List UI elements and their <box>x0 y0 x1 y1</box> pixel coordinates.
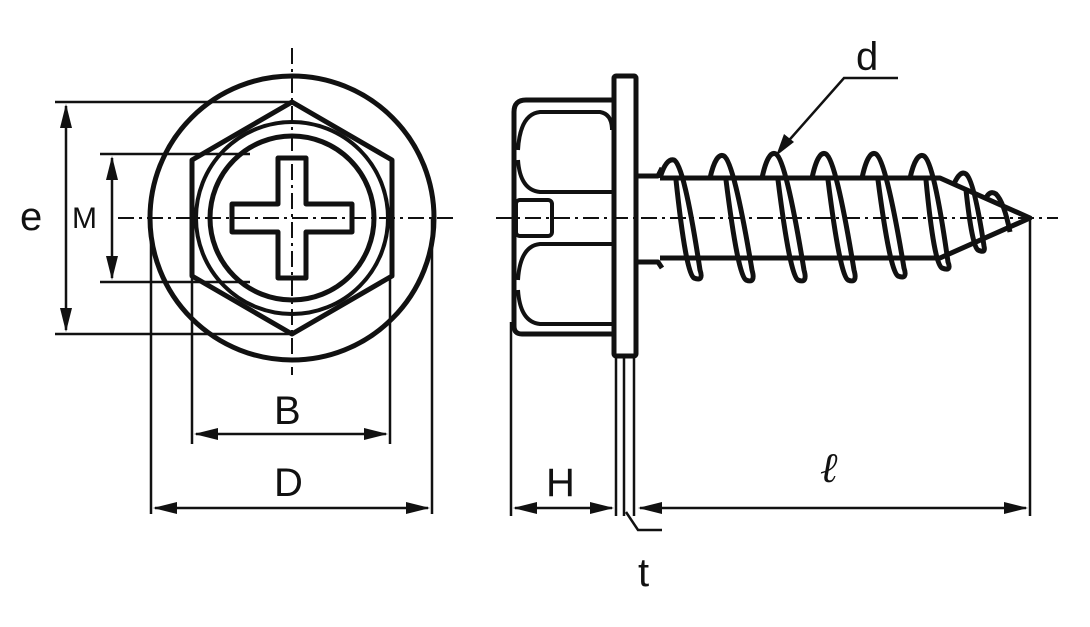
d-leader-line <box>783 76 898 147</box>
hex-face-arc-top <box>516 110 614 151</box>
b-arrow-left <box>194 428 218 440</box>
slot-recess <box>514 198 554 238</box>
side-view: d H t ℓ <box>496 35 1058 595</box>
hex-face-arc-lower <box>516 242 612 281</box>
d-leader-arrow <box>776 134 794 156</box>
t-leader-line <box>624 511 662 532</box>
t-label: t <box>638 551 649 595</box>
hex-face-arc-bottom <box>516 289 612 326</box>
washer-flange <box>611 73 639 359</box>
l-label: ℓ <box>820 446 838 492</box>
l-arrow-right <box>1004 502 1028 514</box>
m-arrow-bottom <box>106 256 118 280</box>
b-label: B <box>274 389 301 433</box>
m-label: M <box>72 202 97 235</box>
b-arrow-right <box>364 428 388 440</box>
h-label: H <box>546 461 575 505</box>
thread-crests <box>657 151 1013 284</box>
e-arrow-top <box>60 104 72 128</box>
front-view: e M B D <box>20 48 458 514</box>
m-arrow-top <box>106 156 118 180</box>
h-arrow-right <box>590 502 614 514</box>
phillips-cross-recess <box>229 155 355 281</box>
h-arrow-left <box>513 502 537 514</box>
hex-face-arc-upper <box>516 159 612 194</box>
e-label: e <box>20 195 42 239</box>
d-arrow-right <box>406 502 430 514</box>
d-thread-label: d <box>856 35 878 79</box>
l-arrow-left <box>638 502 662 514</box>
d-outer-label: D <box>274 461 303 505</box>
d-arrow-left <box>153 502 177 514</box>
e-arrow-bottom <box>60 308 72 332</box>
